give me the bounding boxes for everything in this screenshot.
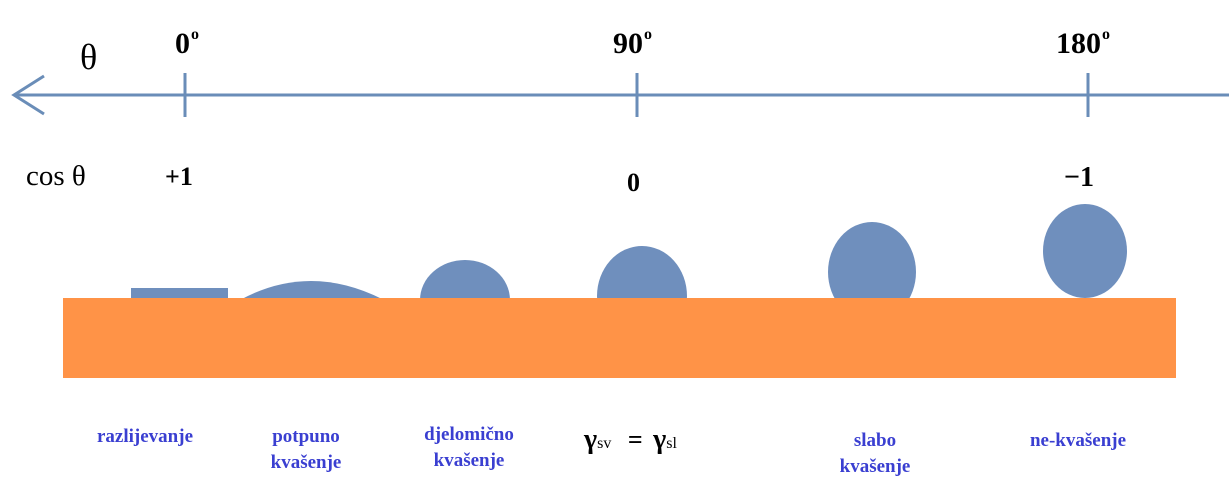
regime-line: potpuno <box>272 426 340 447</box>
regime-line: slabo <box>853 430 897 451</box>
spreading-film <box>131 288 228 300</box>
cos-value-plus-one: +1 <box>165 162 193 191</box>
regime-non-wetting-label: ne-kvašenje <box>1003 428 1153 454</box>
regime-line: razlijevanje <box>96 426 193 447</box>
angle-90-label: 90o <box>613 26 652 61</box>
regime-line: djelomično <box>424 424 514 445</box>
drop-weak-wetting <box>828 222 916 322</box>
surface-tension-equation: γsv = γsl <box>584 424 677 456</box>
angle-90-value: 90 <box>613 27 643 60</box>
angle-180-label: 180o <box>1056 26 1110 61</box>
regime-weak-wetting-label: slabo kvašenje <box>815 428 935 480</box>
equals-sign: = <box>627 425 643 454</box>
subscript-sl: sl <box>666 435 677 452</box>
angle-180-value: 180 <box>1056 27 1101 60</box>
angle-0-label: 0o <box>175 26 199 61</box>
degree-mark: o <box>644 26 652 43</box>
regime-line: kvašenje <box>433 450 505 471</box>
degree-mark: o <box>1102 26 1110 43</box>
regime-line: kvašenje <box>839 456 911 477</box>
drop-non-wetting <box>1043 204 1127 298</box>
axis-arrowhead <box>11 74 45 116</box>
gamma-symbol: γ <box>584 424 598 455</box>
degree-mark: o <box>191 26 199 43</box>
drop-complete-wetting <box>240 281 384 300</box>
cos-theta-label: cos θ <box>26 160 86 192</box>
substrate <box>63 298 1176 378</box>
regime-complete-wetting-label: potpuno kvašenje <box>246 424 366 476</box>
cos-value-minus-one: −1 <box>1064 162 1094 193</box>
regime-spreading-label: razlijevanje <box>75 424 215 450</box>
angle-0-value: 0 <box>175 27 190 60</box>
gamma-symbol: γ <box>653 424 667 455</box>
regime-line: kvašenje <box>270 452 342 473</box>
regime-line: ne-kvašenje <box>1029 430 1127 451</box>
regime-partial-wetting-label: djelomično kvašenje <box>404 422 534 474</box>
cos-value-zero: 0 <box>627 168 640 197</box>
subscript-sv: sv <box>597 435 612 452</box>
theta-symbol: θ <box>80 37 98 77</box>
